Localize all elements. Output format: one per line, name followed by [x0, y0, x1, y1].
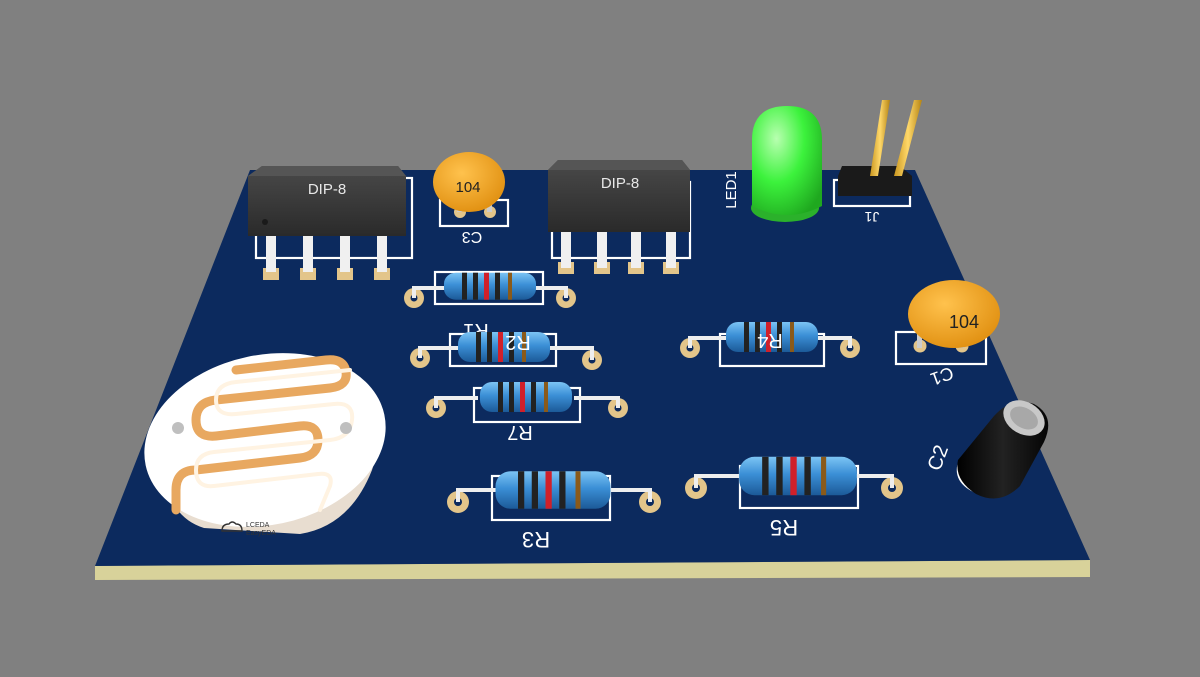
r7-designator: R7: [507, 421, 533, 443]
j1-header[interactable]: J1: [832, 100, 922, 225]
ic1-dip8[interactable]: DIP-8: [248, 166, 414, 280]
ic1-label: DIP-8: [308, 181, 346, 198]
c3-capacitor[interactable]: 104 C3: [433, 152, 510, 245]
c3-designator: C3: [462, 228, 483, 245]
logo-line2: EasyEDA: [246, 530, 276, 537]
resistor-r2[interactable]: R2: [410, 331, 602, 370]
c1-value: 104: [949, 312, 979, 332]
ic1-pins: [263, 232, 390, 280]
j1-designator: J1: [864, 209, 879, 225]
resistor-r3[interactable]: R3: [447, 471, 661, 552]
r4-designator: R4: [757, 329, 783, 351]
resistor-r7[interactable]: R7: [426, 382, 628, 443]
led1-designator: LED1: [723, 171, 740, 209]
c3-value: 104: [455, 179, 480, 196]
board-edge: [95, 560, 1090, 580]
r3-designator: R3: [522, 527, 550, 552]
resistor-r5[interactable]: R5: [685, 456, 903, 540]
ic2-label: DIP-8: [601, 175, 639, 192]
ic2-pins: [558, 228, 679, 274]
c1-capacitor[interactable]: 104 C1: [894, 280, 1000, 389]
ic2-dip8[interactable]: DIP-8: [548, 160, 692, 274]
photoresistor[interactable]: LCEDA EasyEDA: [128, 331, 402, 548]
resistor-r4[interactable]: R4: [680, 322, 860, 368]
led1[interactable]: LED1: [723, 106, 822, 222]
c2-electrolytic-capacitor[interactable]: C2: [924, 393, 1051, 499]
r2-designator: R2: [505, 331, 531, 353]
lceda-logo: LCEDA EasyEDA: [221, 521, 276, 537]
r5-designator: R5: [770, 515, 798, 540]
logo-line1: LCEDA: [246, 522, 270, 529]
